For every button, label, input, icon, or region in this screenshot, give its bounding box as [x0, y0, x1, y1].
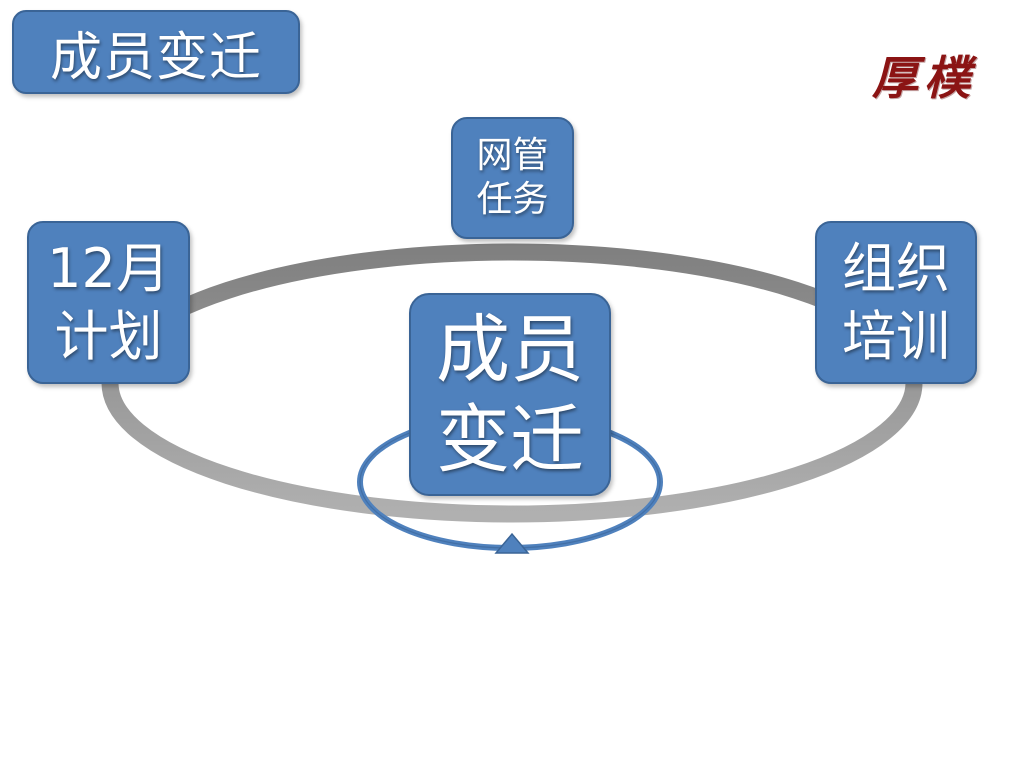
node-left-line1: 12月	[47, 236, 170, 300]
node-top-line1: 网管	[476, 135, 549, 176]
node-left-line2: 计划	[54, 304, 163, 368]
node-center-line2: 变迁	[436, 396, 584, 483]
cycle-arrow-icon	[494, 532, 530, 554]
node-right-line1: 组织	[842, 236, 950, 300]
logo-text: 厚樸	[872, 51, 976, 105]
node-right: 组织 培训	[815, 221, 977, 384]
node-center-line1: 成员	[436, 306, 584, 393]
slide-title-box: 成员变迁	[12, 10, 300, 94]
slide-title: 成员变迁	[49, 27, 262, 88]
logo: 厚樸	[872, 48, 992, 108]
node-top-line2: 任务	[476, 179, 549, 220]
node-left: 12月 计划	[27, 221, 190, 384]
node-top: 网管 任务	[451, 117, 574, 239]
node-center: 成员 变迁	[409, 293, 611, 496]
node-right-line2: 培训	[842, 304, 950, 368]
